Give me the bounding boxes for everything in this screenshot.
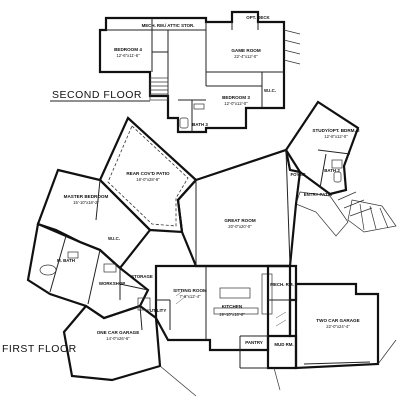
- room-label-bedroom3: BEDROOM 3: [222, 95, 250, 100]
- room-label-bath3: BATH 3: [192, 122, 208, 127]
- first-floor-plan: FIRST FLOOR STUDY/OPT. BDRM. 2 12'-8"x12…: [2, 100, 397, 397]
- room-label-master-bedroom: MASTER BEDROOM: [64, 194, 109, 199]
- room-label-bedroom4: BEDROOM 4: [114, 47, 142, 52]
- room-label-mech-attic: MECH. RM./ ATTIC STOR.: [142, 23, 195, 28]
- first-floor-title: FIRST FLOOR: [2, 343, 77, 355]
- room-dims-rear-patio: 18'-0"x28'-8": [136, 177, 160, 182]
- room-dims-bedroom4: 12'-6"x11'-6": [116, 53, 140, 58]
- room-label-workshop: WORKSHOP: [99, 281, 125, 286]
- room-label-m-bath: M. BATH: [57, 258, 75, 263]
- room-label-storage: STORAGE: [131, 274, 153, 279]
- room-label-study: STUDY/OPT. BDRM. 2: [312, 128, 360, 133]
- second-floor-plan: SECOND FLOOR MECH. RM./ ATTIC STOR. OPT.…: [50, 10, 301, 134]
- room-label-utility: UTILITY: [150, 308, 167, 313]
- room-dims-study: 12'-8"x12'-0": [324, 134, 348, 139]
- room-dims-one-car-garage: 14'-0"x26'-6": [106, 336, 130, 341]
- room-label-pantry: PANTRY: [245, 340, 263, 345]
- room-label-game-room: GAME ROOM: [231, 48, 261, 53]
- room-label-sitting-room: SITTING ROOM: [173, 288, 207, 293]
- room-dims-sitting-room: 7'-6"x12'-4": [179, 294, 201, 299]
- room-dims-bedroom3: 12'-0"x12'-0": [224, 101, 248, 106]
- room-label-foyer: FOYER: [290, 172, 306, 177]
- one-car-garage-wall: [62, 304, 162, 382]
- room-dims-game-room: 22'-4"x12'-0": [234, 54, 258, 59]
- room-label-great-room: GREAT ROOM: [224, 218, 255, 223]
- room-label-wic-second: W.I.C.: [264, 88, 276, 93]
- two-car-garage-wall: [294, 282, 380, 370]
- room-label-opt-deck: OPT. DECK: [246, 15, 270, 20]
- room-label-one-car-garage: ONE CAR GARAGE: [97, 330, 140, 335]
- master-bedroom-wall: [36, 168, 152, 270]
- room-dims-master-bedroom: 15'-10"x18'-2": [73, 200, 99, 205]
- room-label-wic-master: W.I.C.: [108, 236, 120, 241]
- second-floor-outer-wall: [98, 10, 286, 134]
- room-label-two-car-garage: TWO CAR GARAGE: [316, 318, 359, 323]
- room-dims-two-car-garage: 22'-0"x24'-4": [326, 324, 350, 329]
- room-label-mech-rm: MECH. RM.: [270, 282, 293, 287]
- room-dims-kitchen: 19'-10"x16'-8": [219, 312, 245, 317]
- room-label-mud-rm: MUD RM.: [274, 342, 293, 347]
- second-floor-title: SECOND FLOOR: [52, 89, 142, 101]
- room-label-kitchen: KITCHEN: [222, 304, 243, 309]
- room-label-entry-patio: ENTRY PATIO: [304, 192, 333, 197]
- room-label-bath2: BATH 2: [324, 168, 340, 173]
- room-label-rear-patio: REAR COV'D PATIO: [126, 171, 170, 176]
- study-wing-wall: [284, 100, 360, 196]
- room-dims-great-room: 20'-0"x20'-0": [228, 224, 252, 229]
